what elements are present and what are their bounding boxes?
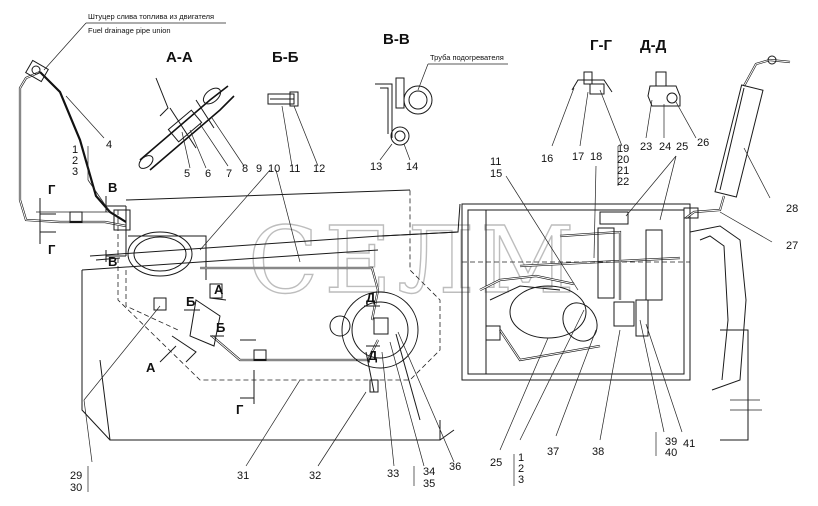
callout-20: 20 <box>617 154 629 166</box>
callout-31: 31 <box>237 470 249 482</box>
section-g-g: Г-Г <box>551 37 623 147</box>
frame-lines <box>81 203 461 441</box>
heater-pipe-note: Труба подогревателя <box>430 53 504 62</box>
callout-25-bottom: 25 <box>490 457 502 469</box>
section-title-aa: А-А <box>166 49 193 66</box>
callout-3-bottom: 3 <box>518 474 524 486</box>
callout-4: 4 <box>106 139 112 151</box>
marker-d-top: Д <box>366 290 376 305</box>
callout-28: 28 <box>786 203 798 215</box>
section-title-vv: В-В <box>383 31 410 48</box>
callout-16: 16 <box>541 153 553 165</box>
marker-v-top: В <box>108 180 117 195</box>
marker-g-lower: Г <box>236 402 244 417</box>
callout-6: 6 <box>205 168 211 180</box>
callout-11: 11 <box>289 163 300 175</box>
callout-22: 22 <box>617 176 629 188</box>
section-title-gg: Г-Г <box>590 37 612 54</box>
left-tank-assembly <box>81 189 459 441</box>
callout-29: 29 <box>70 470 82 482</box>
callout-24: 24 <box>659 141 671 153</box>
marker-v-bottom: В <box>108 254 117 269</box>
callout-30: 30 <box>70 482 82 494</box>
note-en: Fuel drainage pipe union <box>88 26 171 35</box>
callout-9: 9 <box>256 163 262 175</box>
callout-10: 10 <box>268 163 280 175</box>
heater-pipe-right <box>683 55 791 219</box>
callout-32: 32 <box>309 470 321 482</box>
note-ru: Штуцер слива топлива из двигателя <box>88 12 214 21</box>
marker-b-top: Б <box>186 294 195 309</box>
marker-g-bottom: Г <box>48 242 56 257</box>
callout-12: 12 <box>313 163 325 175</box>
callout-15: 15 <box>490 168 502 180</box>
marker-d-bottom: Д <box>368 348 378 363</box>
callout-41: 41 <box>683 438 695 450</box>
section-markers-left: В В Г Г А А Б Б Г Д Д <box>39 180 380 417</box>
callout-2-bottom: 2 <box>518 463 524 475</box>
marker-a-bottom: А <box>146 360 156 375</box>
callout-35: 35 <box>423 478 435 490</box>
callout-21: 21 <box>617 165 629 177</box>
section-v-v: В-В Труба подогревателя <box>375 31 508 161</box>
section-title-dd: Д-Д <box>640 37 667 54</box>
drain-pipe-left <box>18 59 131 240</box>
marker-a-top: А <box>214 282 224 297</box>
callout-1-bottom: 1 <box>518 452 524 464</box>
callout-8: 8 <box>242 163 248 175</box>
callout-18: 18 <box>590 151 602 163</box>
callout-27: 27 <box>786 240 798 252</box>
callout-17: 17 <box>572 151 584 163</box>
leader-lines <box>65 95 773 492</box>
callout-3: 3 <box>72 166 78 178</box>
watermark: СЕЛМ <box>248 207 581 314</box>
section-title-bb: Б-Б <box>272 49 299 66</box>
marker-g-top: Г <box>48 182 56 197</box>
callout-38: 38 <box>592 446 604 458</box>
callout-numbers: 1 2 3 4 5 6 7 8 9 10 11 12 13 14 11 15 1… <box>70 137 798 494</box>
callout-13: 13 <box>370 161 382 173</box>
callout-26: 26 <box>697 137 709 149</box>
right-heater-assembly <box>461 203 762 441</box>
callout-36: 36 <box>449 461 461 473</box>
callout-39: 39 <box>665 436 677 448</box>
callout-11-right: 11 <box>490 156 501 168</box>
callout-14: 14 <box>406 161 418 173</box>
marker-b-bottom: Б <box>216 320 225 335</box>
callout-7: 7 <box>226 168 232 180</box>
callout-19: 19 <box>617 143 629 155</box>
section-a-a: А-А <box>138 49 245 171</box>
section-d-d: Д-Д <box>640 37 697 139</box>
callout-37: 37 <box>547 446 559 458</box>
section-b-b: Б-Б <box>267 49 319 167</box>
callout-40: 40 <box>665 447 677 459</box>
callout-33: 33 <box>387 468 399 480</box>
drainage-note: Штуцер слива топлива из двигателя Fuel d… <box>43 12 226 71</box>
callout-25: 25 <box>676 141 688 153</box>
callout-1: 1 <box>72 144 78 156</box>
callout-2: 2 <box>72 155 78 167</box>
callout-34: 34 <box>423 466 435 478</box>
callout-5: 5 <box>184 168 190 180</box>
callout-23: 23 <box>640 141 652 153</box>
